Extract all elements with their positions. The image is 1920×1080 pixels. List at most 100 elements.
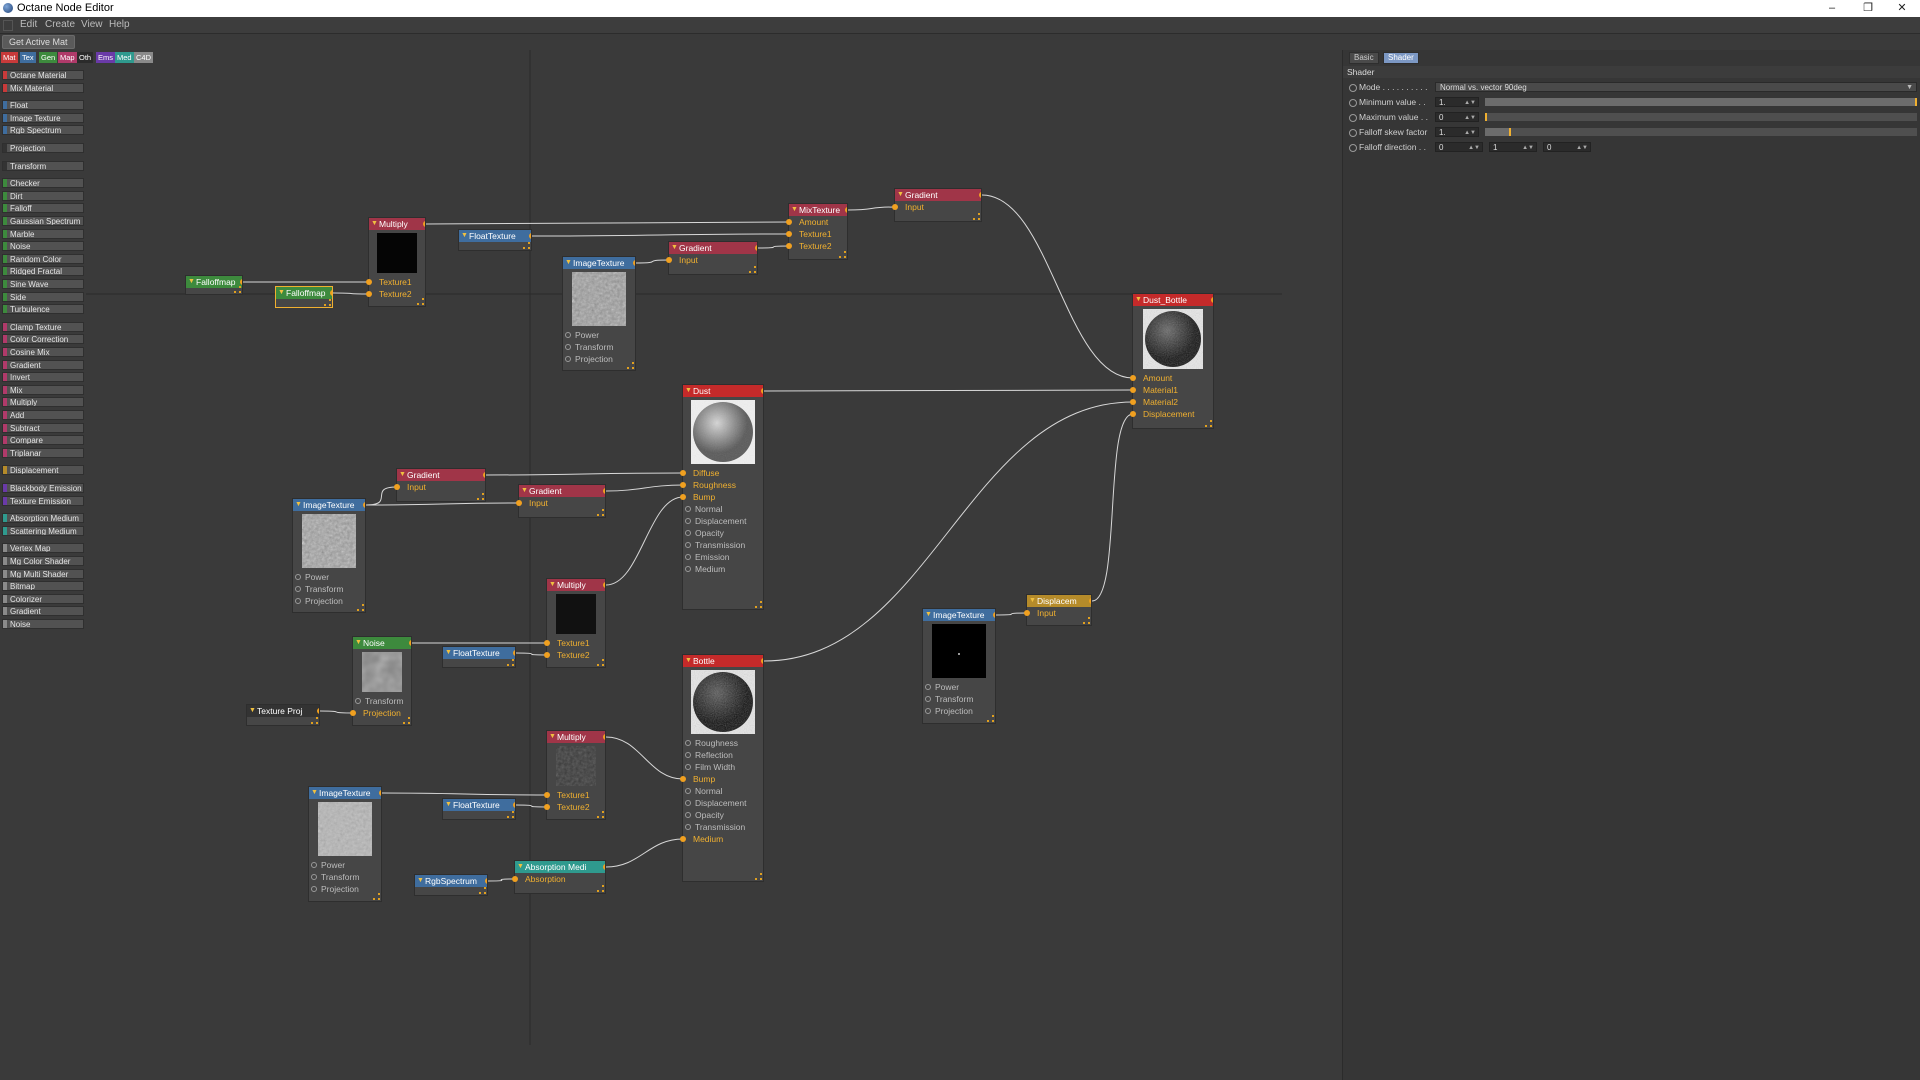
menu-view[interactable]: View [81,19,103,30]
resize-handle[interactable] [597,509,604,516]
resize-handle[interactable] [507,659,514,666]
node-imagetexture-left[interactable]: ▼ImageTexture Power Transform Projection [292,498,366,613]
output-port[interactable] [1211,297,1213,303]
resize-handle[interactable] [597,885,604,892]
min-value-slider[interactable] [1485,98,1917,106]
minimize-button[interactable]: – [1828,2,1836,14]
category-tab-mat[interactable]: Mat [1,52,18,63]
node-header[interactable]: ▼ImageTexture [309,787,381,799]
palette-item-multiply[interactable]: Multiply [2,397,84,408]
output-port[interactable] [603,864,605,870]
palette-item-gaussian-spectrum[interactable]: Gaussian Spectrum [2,216,84,226]
palette-item-compare[interactable]: Compare [2,435,84,446]
palette-item-subtract[interactable]: Subtract [2,422,84,433]
palette-item-image-texture[interactable]: Image Texture [2,112,84,123]
output-port[interactable] [483,472,485,478]
node-header[interactable]: ▼Texture Proj [247,705,319,717]
resize-handle[interactable] [597,811,604,818]
collapse-triangle-icon[interactable]: ▼ [671,244,678,251]
node-multiply-top[interactable]: ▼Multiply Texture1 Texture2 [366,217,426,307]
animate-radio-icon[interactable] [1349,84,1357,92]
resize-handle[interactable] [1083,617,1090,624]
stepper-icon[interactable]: ▲▼ [1576,145,1588,151]
pin-bump[interactable]: Bump [680,773,763,785]
output-port[interactable] [379,790,381,796]
node-header[interactable]: ▼Absorption Medi [515,861,605,873]
palette-item-projection[interactable]: Projection [2,143,84,153]
pin-power[interactable]: Power [923,681,995,693]
palette-item-mg-multi-shader[interactable]: Mg Multi Shader [2,568,84,579]
pin-normal[interactable]: Normal [683,503,763,515]
node-header[interactable]: ▼ImageTexture [293,499,365,511]
collapse-triangle-icon[interactable]: ▼ [399,471,406,478]
pin-roughness[interactable]: Roughness [680,479,763,491]
palette-item-invert[interactable]: Invert [2,372,84,383]
node-header[interactable]: ▼Bottle [683,655,763,667]
animate-radio-icon[interactable] [1349,99,1357,107]
pin-opacity[interactable]: Opacity [683,527,763,539]
collapse-triangle-icon[interactable]: ▼ [565,259,572,266]
palette-item-sine-wave[interactable]: Sine Wave [2,279,84,289]
palette-item-rgb-spectrum[interactable]: Rgb Spectrum [2,125,84,136]
node-bottle-material[interactable]: ▼Bottle Roughness Reflection Film Width … [680,654,764,882]
node-displacement[interactable]: ▼Displacem Input [1024,594,1092,626]
node-falloffmap-2[interactable]: ▼Falloffmap [275,286,333,308]
pin-projection[interactable]: Projection [350,707,411,719]
palette-item-color-correction[interactable]: Color Correction [2,334,84,345]
pin-texture1[interactable]: Texture1 [786,228,847,240]
node-header[interactable]: ▼FloatTexture [443,799,515,811]
category-tab-ems[interactable]: Ems [96,52,115,63]
category-tab-map[interactable]: Map [58,52,77,63]
output-port[interactable] [513,802,515,808]
resize-handle[interactable] [839,251,846,258]
slider-knob[interactable] [1485,113,1487,121]
resize-handle[interactable] [755,601,762,608]
pin-transform[interactable]: Transform [563,341,635,353]
menu-create[interactable]: Create [45,19,76,30]
output-port[interactable] [529,233,531,239]
palette-item-bitmap[interactable]: Bitmap [2,581,84,592]
node-falloffmap-1[interactable]: ▼Falloffmap [185,275,243,295]
node-header[interactable]: ▼ImageTexture [563,257,635,269]
palette-item-gradient[interactable]: Gradient [2,606,84,617]
collapse-triangle-icon[interactable]: ▼ [685,387,692,394]
node-multiply-mid[interactable]: ▼Multiply Texture1 Texture2 [544,578,606,668]
palette-item-checker[interactable]: Checker [2,178,84,189]
palette-item-marble[interactable]: Marble [2,228,84,239]
node-gradient-mid[interactable]: ▼Gradient Input [666,241,758,275]
collapse-triangle-icon[interactable]: ▼ [371,220,378,227]
node-noise[interactable]: ▼Noise Transform Projection [350,636,412,726]
collapse-triangle-icon[interactable]: ▼ [925,611,932,618]
palette-item-blackbody-emission[interactable]: Blackbody Emission [2,483,84,493]
resize-handle[interactable] [523,242,530,249]
animate-radio-icon[interactable] [1349,129,1357,137]
category-tab-gen[interactable]: Gen [39,52,58,63]
palette-item-float[interactable]: Float [2,100,84,111]
palette-item-transform[interactable]: Transform [2,160,84,171]
animate-radio-icon[interactable] [1349,114,1357,122]
node-dust-material[interactable]: ▼Dust Diffuse Roughness Bump Normal Disp… [680,384,764,610]
output-port[interactable] [755,245,757,251]
resize-handle[interactable] [597,659,604,666]
pin-transform[interactable]: Transform [923,693,995,705]
pin-displacement[interactable]: Displacement [1130,408,1213,420]
stepper-icon[interactable]: ▲▼ [1468,145,1480,151]
pin-texture2[interactable]: Texture2 [786,240,847,252]
resize-handle[interactable] [403,717,410,724]
node-absorption-medium[interactable]: ▼Absorption Medi Absorption [512,860,606,894]
collapse-triangle-icon[interactable]: ▼ [445,801,452,808]
node-gradient-a[interactable]: ▼Gradient Input [394,468,486,502]
node-header[interactable]: ▼RgbSpectrum [415,875,487,887]
collapse-triangle-icon[interactable]: ▼ [1135,296,1142,303]
pin-material2[interactable]: Material2 [1130,396,1213,408]
direction-x-field[interactable]: 0▲▼ [1435,142,1483,152]
node-gradient-b[interactable]: ▼Gradient Input [516,484,606,518]
node-header[interactable]: ▼Noise [353,637,411,649]
menu-help[interactable]: Help [109,19,130,30]
node-header[interactable]: ▼Gradient [895,189,981,201]
node-header[interactable]: ▼Gradient [519,485,605,497]
resize-handle[interactable] [507,811,514,818]
node-texture-projection[interactable]: ▼Texture Proj [246,704,320,726]
output-port[interactable] [993,612,995,618]
palette-item-mix-material[interactable]: Mix Material [2,82,84,93]
